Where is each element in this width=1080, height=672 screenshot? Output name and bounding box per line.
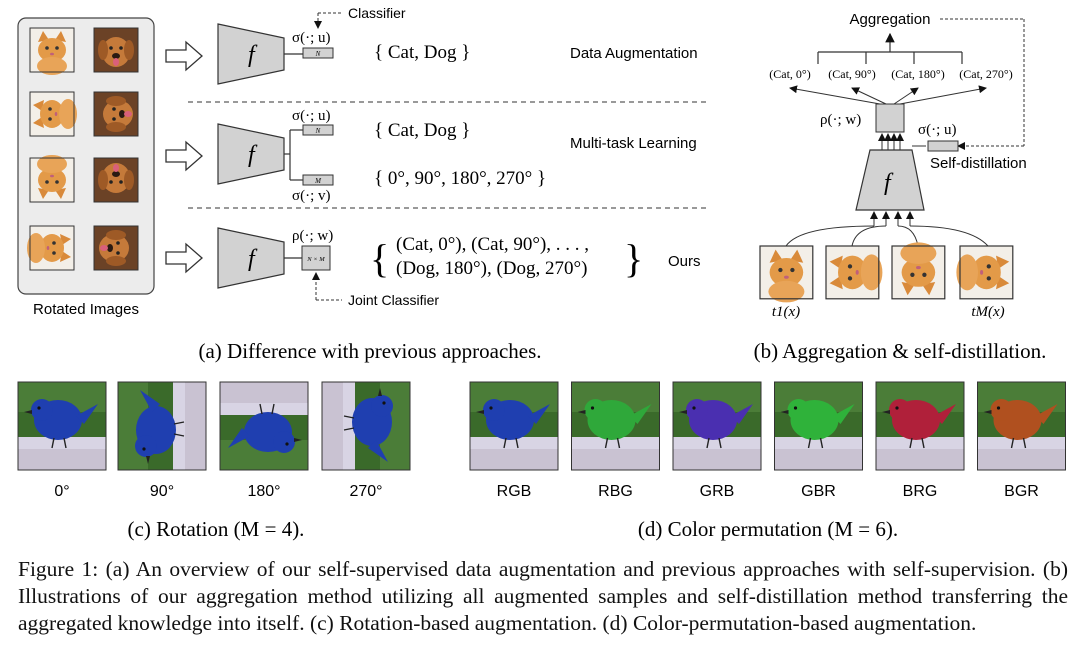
classifier-label: Classifier (348, 5, 406, 21)
bird-permutation-rbg (570, 381, 661, 471)
classifier-box (302, 47, 334, 59)
joint-set-line: (Dog, 180°), (Dog, 270°) (396, 258, 587, 279)
output-label: (Cat, 90°) (828, 67, 875, 81)
sigma-label: σ(·; u) (918, 122, 957, 138)
class-set: { Cat, Dog } (374, 42, 470, 63)
bird-permutation-gbr (773, 381, 864, 471)
color-permutation-strip: RGB RBG GRB GBR BRG BGR (469, 381, 1067, 500)
rho-classifier-box (875, 103, 905, 133)
permutation-label: RGB (497, 483, 532, 500)
method-label: Ours (668, 253, 701, 270)
bird-permutation-rgb (469, 381, 559, 471)
image-dog-0 (93, 27, 139, 73)
bird-permutation-bgr (976, 381, 1067, 471)
rotation-set: { 0°, 90°, 180°, 270° } (374, 168, 546, 189)
f-symbol: f (248, 142, 258, 168)
permutation-label: GBR (801, 483, 836, 500)
joint-classifier-label: Joint Classifier (348, 292, 439, 308)
rotation-label: 270° (349, 483, 382, 500)
box-label: M (314, 177, 322, 185)
subcaption-d: (d) Color permutation (M = 6). (638, 517, 898, 541)
rotation-label: 90° (150, 483, 174, 500)
permutation-label: BRG (903, 483, 938, 500)
image-dog-180 (93, 157, 139, 203)
output-label: (Cat, 180°) (891, 67, 944, 81)
box-label: N × M (306, 256, 325, 263)
network-f-row1 (217, 23, 285, 85)
bird-rotation-270 (321, 381, 411, 471)
image-cat-90 (29, 91, 77, 137)
permutation-label: BGR (1004, 483, 1039, 500)
hollow-arrow-icon (165, 140, 203, 172)
subcaption-b: (b) Aggregation & self-distillation. (754, 339, 1047, 363)
rho-label: ρ(·; w) (820, 112, 861, 128)
hollow-arrow-icon (165, 242, 203, 274)
augmented-cat-90 (825, 245, 883, 300)
augmented-cat-180 (891, 242, 946, 300)
rotated-images-frame (17, 17, 155, 295)
rotation-label: 0° (54, 483, 69, 500)
box-label: N (315, 127, 321, 135)
f-symbol: f (884, 170, 894, 196)
permutation-label: GRB (700, 483, 735, 500)
subcaption-a: (a) Difference with previous approaches. (198, 339, 541, 363)
image-dog-90 (93, 91, 139, 137)
sigma-label: σ(·; u) (292, 30, 331, 46)
image-cat-270 (27, 225, 75, 271)
output-label: (Cat, 0°) (769, 67, 810, 81)
brace-left: { (370, 236, 389, 281)
tm-label: tM(x) (971, 304, 1004, 320)
network-f-row3 (217, 227, 285, 289)
joint-classifier-box (301, 245, 331, 271)
sigma-label: σ(·; u) (292, 108, 331, 124)
rotated-images-label: Rotated Images (33, 301, 139, 318)
augmented-cat-270 (956, 245, 1014, 300)
image-cat-0 (29, 27, 75, 75)
box-label: N (315, 50, 321, 58)
bird-rotation-180 (219, 381, 309, 471)
bird-rotation-90 (117, 381, 207, 471)
aggregation-label: Aggregation (850, 11, 931, 28)
augmented-cat-0 (759, 245, 814, 303)
bird-rotation-0 (17, 381, 107, 471)
bird-permutation-brg (875, 381, 965, 471)
output-label: (Cat, 270°) (959, 67, 1012, 81)
network-f-shared (855, 149, 925, 211)
method-label: Data Augmentation (570, 45, 698, 62)
subcaption-c: (c) Rotation (M = 4). (128, 517, 305, 541)
rho-label: ρ(·; w) (292, 228, 333, 244)
image-cat-180 (29, 155, 75, 203)
f-symbol: f (248, 246, 258, 272)
t1-label: t1(x) (772, 304, 800, 320)
network-f-row2 (217, 123, 285, 185)
figure-caption: Figure 1: (a) An overview of our self-su… (18, 557, 1068, 635)
class-set: { Cat, Dog } (374, 120, 470, 141)
joint-set-line: (Cat, 0°), (Cat, 90°), . . . , (396, 234, 589, 255)
self-distillation-label: Self-distillation (930, 155, 1027, 172)
image-dog-270 (93, 225, 139, 271)
brace-right: } (624, 236, 643, 281)
bird-permutation-grb (672, 381, 762, 471)
rotation-label: 180° (247, 483, 280, 500)
f-symbol: f (248, 42, 258, 68)
permutation-label: RBG (598, 483, 633, 500)
hollow-arrow-icon (165, 40, 203, 72)
sigma-classifier-box (927, 140, 959, 152)
sigma-label: σ(·; v) (292, 188, 331, 204)
method-label: Multi-task Learning (570, 135, 697, 152)
